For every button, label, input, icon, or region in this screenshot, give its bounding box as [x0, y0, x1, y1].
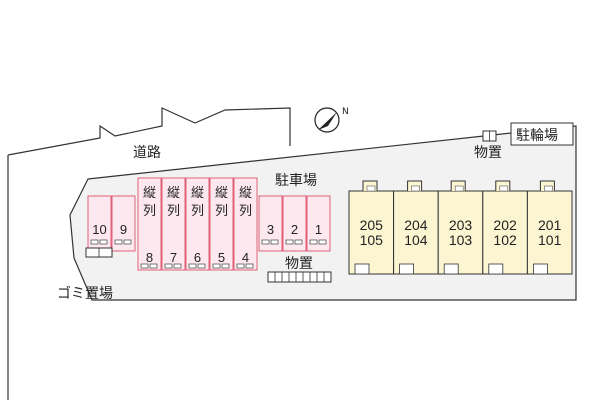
unit-number-upper: 201 — [538, 217, 562, 233]
unit-number-upper: 204 — [404, 217, 428, 233]
storage-bottom-label: 物置 — [285, 256, 313, 272]
parking-space-number: 3 — [267, 222, 274, 237]
parking-space-number: 7 — [170, 250, 177, 265]
unit-number-lower: 103 — [449, 232, 473, 248]
storage-bottom-icon — [267, 271, 332, 283]
tandem-parking-space: 縦列 7 — [161, 177, 186, 271]
tandem-parking-space: 縦列 4 — [233, 177, 258, 271]
bike-parking-box — [510, 122, 574, 146]
parking-space-number: 5 — [218, 250, 225, 265]
garbage-label: ゴミ置場 — [57, 285, 113, 302]
tandem-label: 列 — [215, 204, 228, 219]
road-label: 道路 — [133, 145, 161, 161]
tandem-label: 列 — [191, 204, 204, 219]
unit-number-lower: 102 — [493, 232, 517, 248]
storage-top-label: 物置 — [474, 145, 502, 161]
tandem-label: 列 — [143, 204, 156, 219]
north-arrow-icon: N — [314, 107, 349, 133]
parking-space-number: 8 — [146, 250, 153, 265]
unit-number-upper: 202 — [493, 217, 517, 233]
parking-space: 3 — [258, 195, 283, 252]
tandem-label: 縦 — [215, 186, 228, 201]
parking-label: 駐車場 — [275, 172, 317, 189]
unit-number-upper: 205 — [360, 217, 384, 233]
unit-number-lower: 104 — [404, 232, 428, 248]
tandem-label: 縦 — [143, 186, 156, 201]
parking-space: 2 — [282, 195, 307, 252]
parking-space-number: 10 — [92, 222, 106, 237]
tandem-label: 列 — [167, 204, 180, 219]
parking-space: 10 — [87, 195, 112, 252]
road-edges — [7, 107, 291, 400]
parking-space: 9 — [111, 195, 136, 252]
tandem-label: 列 — [239, 204, 252, 219]
tandem-parking-space: 縦列 6 — [185, 177, 210, 271]
bike-parking-label: 駐輪場 — [516, 127, 558, 144]
tandem-label: 縦 — [239, 186, 252, 201]
parking-space-number: 1 — [315, 222, 322, 237]
tandem-label: 縦 — [191, 186, 204, 201]
tandem-parking-space: 縦列 5 — [209, 177, 234, 271]
parking-space-number: 2 — [291, 222, 298, 237]
parking-space-number: 4 — [242, 250, 249, 265]
unit-number-upper: 203 — [449, 217, 473, 233]
parking-space-number: 9 — [120, 222, 127, 237]
unit-number-lower: 101 — [538, 232, 562, 248]
parking-space-number: 6 — [194, 250, 201, 265]
svg-text:N: N — [342, 107, 349, 117]
parking-space: 1 — [306, 195, 331, 252]
tandem-parking-space: 縦列 8 — [137, 177, 162, 271]
unit-number-lower: 105 — [360, 232, 384, 248]
tandem-label: 縦 — [167, 186, 180, 201]
